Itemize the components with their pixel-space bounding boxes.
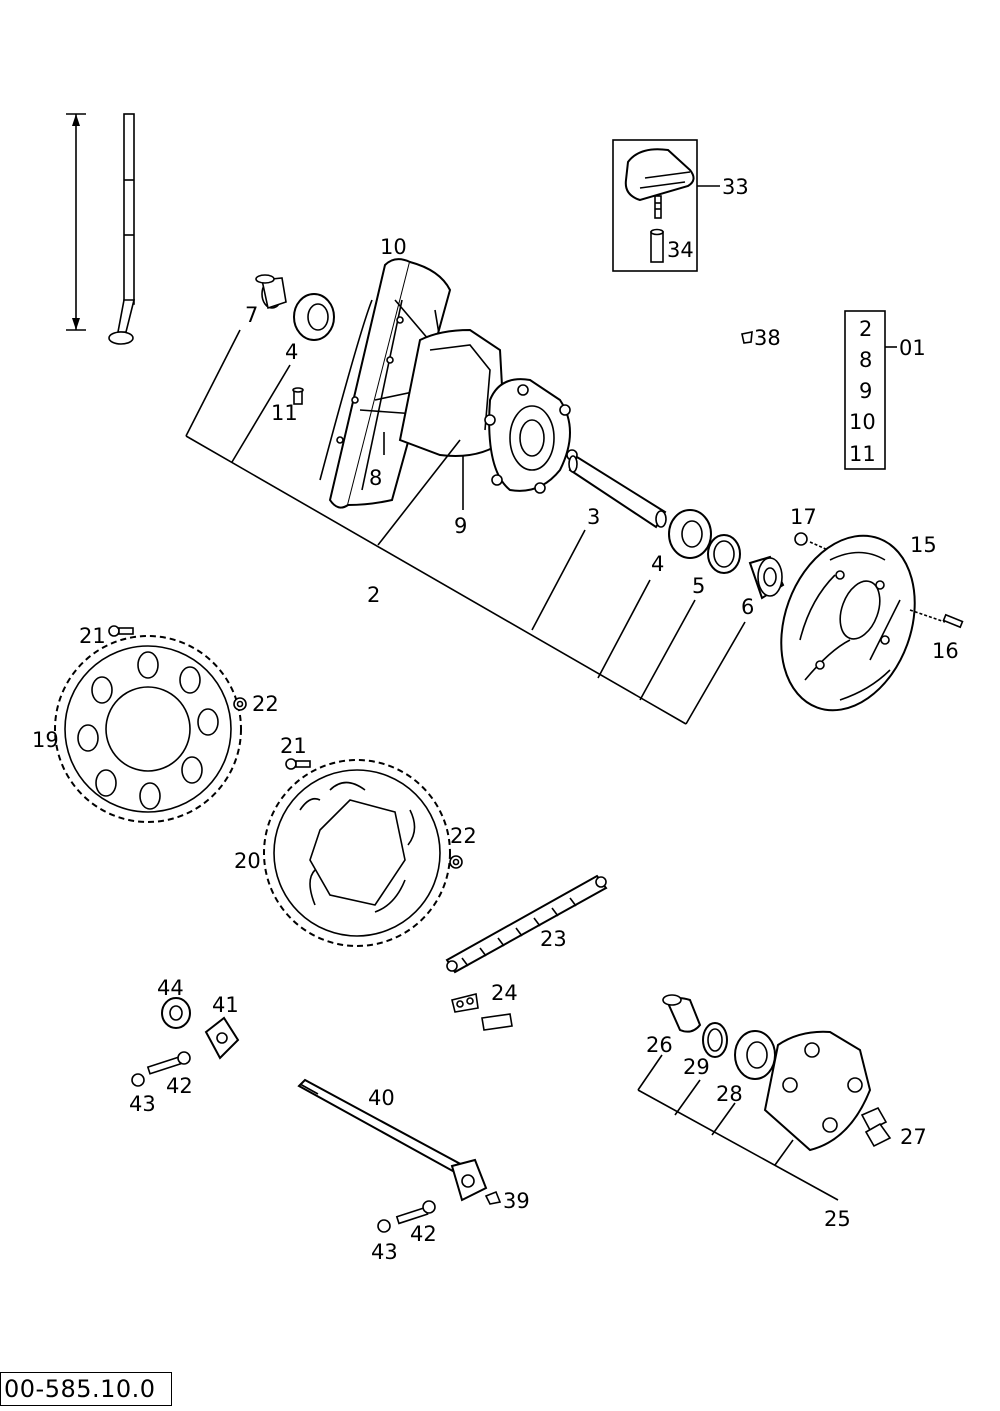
callout-2: 2	[367, 583, 380, 607]
callout-33: 33	[722, 175, 749, 199]
callout-3: 3	[587, 505, 600, 529]
diagram-reference-code: 00-585.10.0	[0, 1372, 172, 1406]
kit-box	[844, 310, 897, 470]
callout-21: 21	[280, 734, 307, 758]
callout-38: 38	[754, 326, 781, 350]
spoke-drawing	[66, 113, 136, 345]
callout-15: 15	[910, 533, 937, 557]
callout-34: 34	[667, 238, 694, 262]
callout-20: 20	[234, 849, 261, 873]
callout-7: 7	[245, 303, 258, 327]
callout-16: 16	[932, 639, 959, 663]
callout-25: 25	[824, 1207, 851, 1231]
valve-box	[612, 139, 720, 272]
bolt-21-right	[285, 758, 311, 770]
cap-38	[741, 331, 753, 344]
callout-4: 4	[651, 552, 664, 576]
callout-22: 22	[450, 824, 477, 848]
callout-24: 24	[491, 981, 518, 1005]
callout-21: 21	[79, 624, 106, 648]
kit-box-labels: 2 8 9 10 11 01	[849, 317, 926, 466]
callout-labels: 10 7 4 11 8 9 2 3 4 5 6 33 34 38 17 15 1…	[32, 175, 959, 1264]
nipple-11	[292, 387, 304, 405]
sprocket-20	[263, 759, 451, 947]
cap-39	[484, 1190, 502, 1205]
nut-22-right	[449, 855, 463, 869]
callout-26: 26	[646, 1033, 673, 1057]
screw-16	[909, 609, 964, 629]
screw-42-bottom	[395, 1200, 436, 1225]
kit-member-8: 8	[859, 348, 872, 372]
callout-5: 5	[692, 574, 705, 598]
bolt-21-left	[108, 625, 134, 637]
callout-43: 43	[371, 1240, 398, 1264]
seal-5	[707, 534, 741, 574]
callout-28: 28	[716, 1082, 743, 1106]
chain-adjuster-41	[204, 1016, 240, 1060]
callout-9: 9	[454, 514, 467, 538]
callout-23: 23	[540, 927, 567, 951]
callout-10: 10	[380, 235, 407, 259]
kit-member-10: 10	[849, 410, 876, 434]
chain-link-24	[451, 993, 513, 1031]
callout-19: 19	[32, 728, 59, 752]
callout-11: 11	[271, 401, 298, 425]
bearing-4-top	[293, 293, 335, 341]
nut-17	[794, 532, 829, 551]
axle-40	[297, 1078, 488, 1202]
sprocket-carrier-25	[662, 994, 892, 1152]
callout-27: 27	[900, 1125, 927, 1149]
callout-17: 17	[790, 505, 817, 529]
nut-43-left	[131, 1073, 145, 1087]
callout-40: 40	[368, 1086, 395, 1110]
axle-spacer-3	[568, 455, 667, 529]
callout-42: 42	[410, 1222, 437, 1246]
leader-lines-upper	[185, 329, 746, 725]
callout-39: 39	[503, 1189, 530, 1213]
callout-22: 22	[252, 692, 279, 716]
callout-8: 8	[369, 466, 382, 490]
wheel-hub	[398, 328, 578, 494]
callout-29: 29	[683, 1055, 710, 1079]
callout-42: 42	[166, 1074, 193, 1098]
callout-6: 6	[741, 595, 754, 619]
kit-member-2: 2	[859, 317, 872, 341]
brake-disc-15	[780, 534, 916, 712]
callout-44: 44	[157, 976, 184, 1000]
kit-number: 01	[899, 336, 926, 360]
kit-member-9: 9	[859, 379, 872, 403]
nut-22-left	[233, 697, 247, 711]
callout-43: 43	[129, 1092, 156, 1116]
kit-member-11: 11	[849, 442, 876, 466]
screw-42-left	[146, 1051, 191, 1075]
leader-lines-carrier	[637, 1054, 839, 1201]
spacer-6	[748, 555, 785, 600]
callout-41: 41	[212, 993, 239, 1017]
nut-43-bottom	[377, 1219, 391, 1233]
spacer-7	[255, 274, 287, 310]
chain-23	[445, 874, 608, 974]
bearing-4-bottom	[668, 509, 712, 559]
callout-4: 4	[285, 340, 298, 364]
spacer-44	[161, 997, 191, 1029]
sprocket-19	[54, 635, 242, 823]
